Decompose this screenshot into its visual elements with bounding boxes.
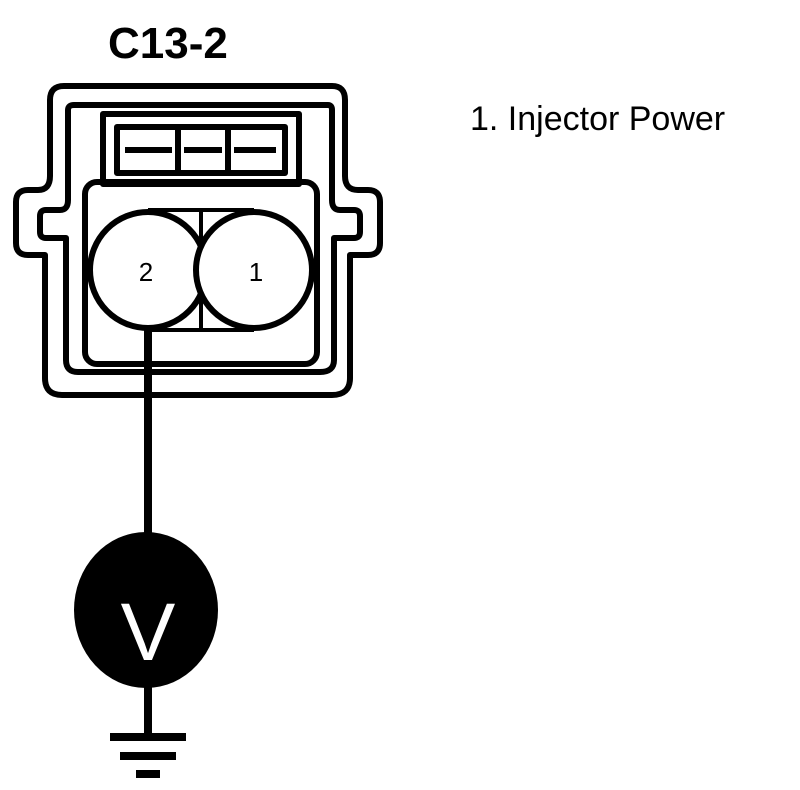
connector-housing bbox=[13, 83, 383, 398]
voltmeter-symbol: V bbox=[121, 587, 176, 678]
pin-1-circle bbox=[193, 209, 315, 331]
ground-icon bbox=[110, 733, 186, 778]
voltmeter-icon bbox=[74, 532, 218, 688]
pin-1-label: 1 bbox=[249, 257, 263, 287]
legend-item-injector-power: 1. Injector Power bbox=[470, 100, 725, 138]
lock-latch-inner bbox=[114, 124, 288, 176]
pin-2-label: 2 bbox=[139, 257, 153, 287]
connector-title: C13-2 bbox=[108, 19, 228, 68]
housing-inner-outline bbox=[37, 102, 363, 375]
housing-outer-outline bbox=[13, 83, 383, 398]
cavity-frame bbox=[82, 179, 320, 367]
